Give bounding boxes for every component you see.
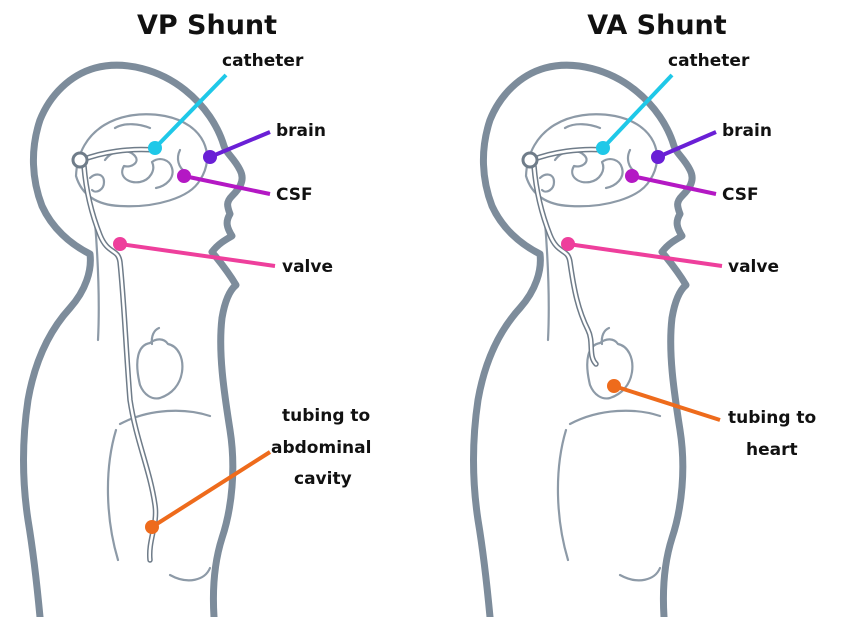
panel-title: VA Shunt — [587, 10, 726, 41]
valve-label: valve — [728, 257, 779, 277]
reservoir-icon — [73, 153, 87, 167]
brain-label: brain — [722, 121, 772, 141]
shunt-tubing — [73, 149, 156, 560]
valve-label: valve — [282, 257, 333, 277]
valve-dot — [113, 237, 127, 251]
tubing-label-line1: tubing to — [282, 406, 370, 426]
csf-label: CSF — [722, 185, 759, 205]
csf-dot — [625, 169, 639, 183]
reservoir-icon — [523, 153, 537, 167]
catheter-label: catheter — [222, 51, 304, 71]
tubing-pointer — [614, 386, 720, 420]
catheter-label: catheter — [668, 51, 750, 71]
va-shunt-panel: VA Shunt catheter brain CSF valve tubing… — [474, 10, 817, 617]
catheter-dot — [596, 141, 610, 155]
tubing-label-line3: cavity — [294, 469, 352, 489]
catheter-dot — [148, 141, 162, 155]
csf-pointer — [632, 176, 716, 194]
tubing-label-line2: abdominal — [271, 438, 371, 458]
brain-dot — [651, 150, 665, 164]
brain-label: brain — [276, 121, 326, 141]
tubing-pointer — [152, 452, 270, 527]
valve-pointer — [568, 244, 722, 266]
csf-label: CSF — [276, 185, 313, 205]
tubing-label-line1: tubing to — [728, 408, 816, 428]
catheter-pointer — [603, 75, 672, 148]
valve-dot — [561, 237, 575, 251]
valve-pointer — [120, 244, 275, 266]
csf-dot — [177, 169, 191, 183]
vp-shunt-panel: VP Shunt catheter brain CSF valve tubing… — [24, 10, 372, 617]
tubing-dot — [607, 379, 621, 393]
catheter-pointer — [155, 75, 226, 148]
tubing-label-line2: heart — [746, 440, 798, 460]
panel-title: VP Shunt — [137, 10, 277, 41]
brain-dot — [203, 150, 217, 164]
tubing-dot — [145, 520, 159, 534]
